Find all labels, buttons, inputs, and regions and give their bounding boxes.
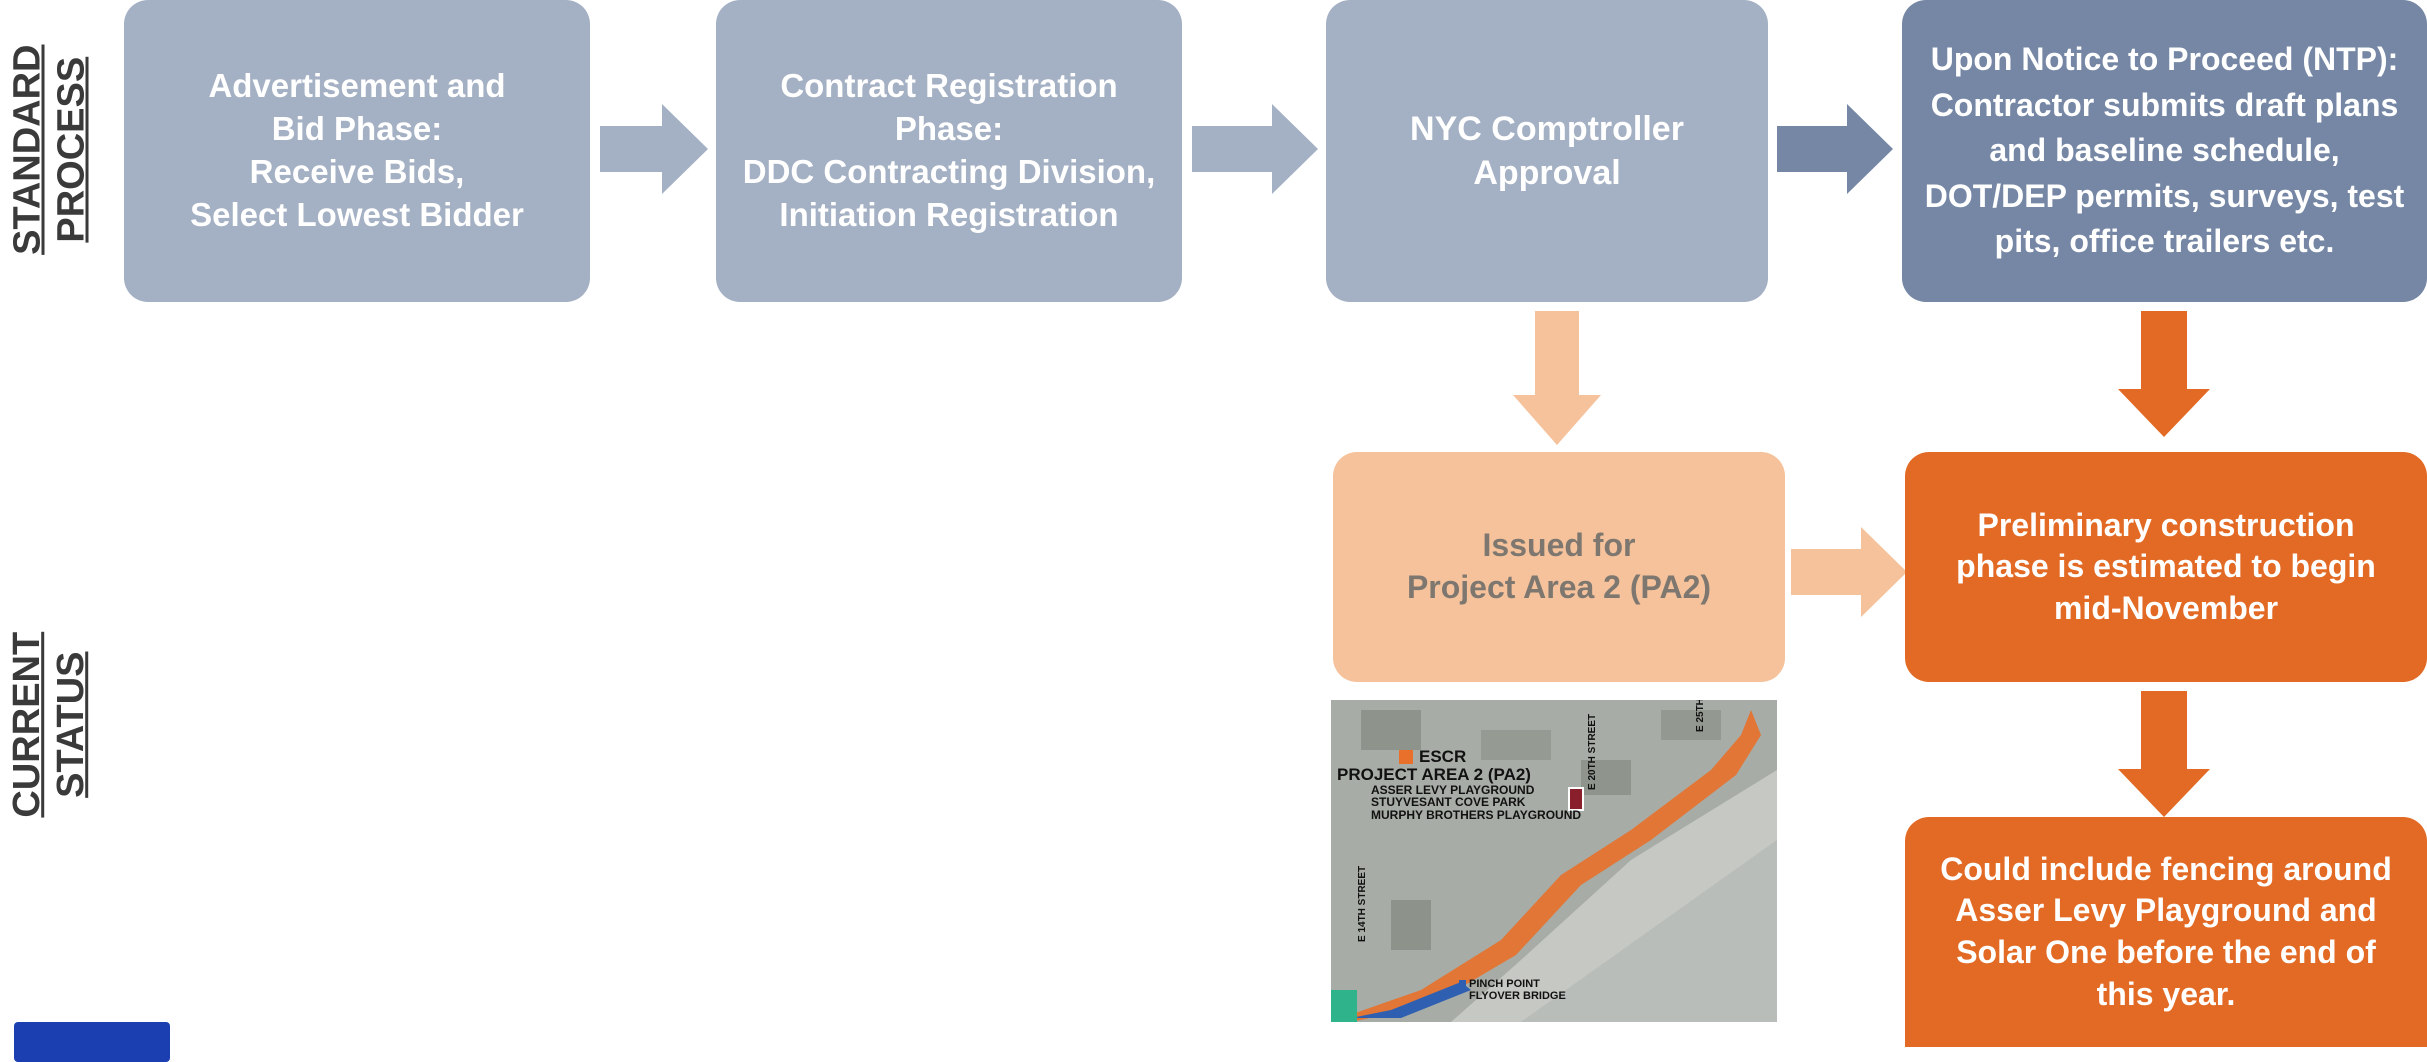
map-site-stuyvesant: STUYVESANT COVE PARK (1371, 795, 1526, 810)
map-site-asser-levy: ASSER LEVY PLAYGROUND (1371, 782, 1535, 797)
comptroller-approval-text: NYC Comptroller Approval (1410, 109, 1684, 192)
map-site-murphy: MURPHY BROTHERS PLAYGROUND (1371, 807, 1582, 822)
contract-registration-box: Contract Registration Phase: DDC Contrac… (716, 0, 1182, 302)
escr-swatch-icon (1399, 749, 1413, 764)
right-arrow-icon (1791, 527, 1907, 617)
standard-process-label: STANDARD PROCESS (0, 0, 100, 300)
map-graphic (1331, 700, 1777, 1022)
preliminary-construction-box: Preliminary construction phase is estima… (1905, 452, 2427, 682)
notice-to-proceed-text: Upon Notice to Proceed (NTP): Contractor… (1924, 41, 2405, 260)
advertisement-bid-phase-text: Advertisement and Bid Phase: Receive Bid… (190, 67, 524, 233)
right-arrow-icon (1777, 104, 1893, 194)
current-label-line2: STATUS (50, 651, 92, 799)
map-note-line2: FLYOVER BRIDGE (1469, 990, 1566, 1003)
map-pinch-point-note: PINCH POINT FLYOVER BRIDGE (1459, 978, 1566, 1002)
down-arrow-icon (2118, 311, 2210, 437)
current-label-line1: CURRENT (6, 632, 49, 818)
pinch-point-swatch-icon (1459, 980, 1466, 987)
notice-to-proceed-box: Upon Notice to Proceed (NTP): Contractor… (1902, 0, 2427, 302)
issued-pa2-text: Issued for Project Area 2 (PA2) (1406, 527, 1712, 605)
standard-label-line1: STANDARD (6, 44, 49, 256)
nyc-logo (14, 1022, 170, 1062)
fencing-text: Could include fencing around Asser Levy … (1940, 850, 2392, 1012)
standard-label-line2: PROCESS (50, 57, 92, 243)
map-title: PROJECT AREA 2 (PA2) (1337, 764, 1531, 784)
down-arrow-icon (1513, 311, 1601, 445)
right-arrow-icon (600, 104, 708, 194)
contract-registration-text: Contract Registration Phase: DDC Contrac… (742, 67, 1156, 233)
map-street-25th: E 25TH (1695, 700, 1706, 732)
advertisement-bid-phase-box: Advertisement and Bid Phase: Receive Bid… (124, 0, 590, 302)
project-area-map: ESCR PROJECT AREA 2 (PA2) ASSER LEVY PLA… (1331, 700, 1777, 1022)
map-street-14th: E 14TH STREET (1357, 865, 1368, 942)
map-note-line1: PINCH POINT (1469, 978, 1540, 990)
map-legend-key: ESCR (1419, 747, 1467, 766)
comptroller-approval-box: NYC Comptroller Approval (1326, 0, 1768, 302)
map-street-20th: E 20TH STREET (1587, 713, 1598, 790)
right-arrow-icon (1192, 104, 1318, 194)
map-legend: ESCR PROJECT AREA 2 (PA2) ASSER LEVY PLA… (1337, 748, 1581, 821)
issued-pa2-box: Issued for Project Area 2 (PA2) (1333, 452, 1785, 682)
current-status-label: CURRENT STATUS (0, 580, 100, 870)
fencing-box: Could include fencing around Asser Levy … (1905, 817, 2427, 1047)
preliminary-construction-text: Preliminary construction phase is estima… (1956, 506, 2376, 626)
down-arrow-icon (2118, 691, 2210, 817)
